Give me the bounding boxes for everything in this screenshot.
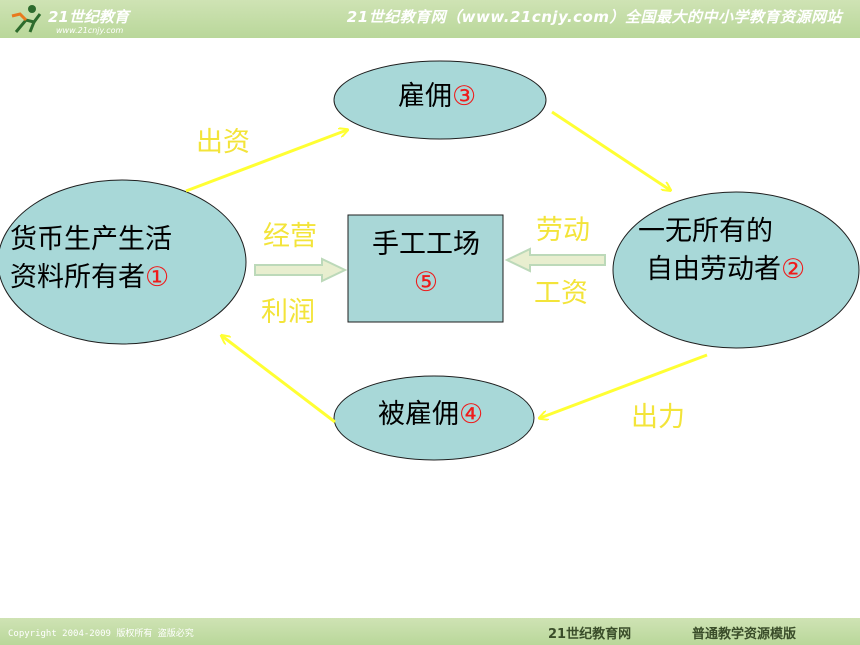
edge-label-invest: 出资: [196, 127, 250, 158]
arrow-labourer-to-hired: [540, 353, 708, 418]
labourer-ellipse: [612, 191, 860, 349]
labourer-number: ②: [781, 254, 806, 285]
logo-brand: 21世纪教育: [48, 8, 129, 26]
labourer-label: 一无所有的 自由劳动者②: [638, 213, 805, 289]
edge-label-profit: 利润: [261, 297, 315, 328]
owner-line2-wrap: 资料所有者①: [10, 259, 172, 297]
workshop-label: 手工工场 ⑤: [364, 226, 488, 302]
labourer-line1: 一无所有的: [638, 216, 773, 247]
footer-band: Copyright 2004-2009 版权所有 盗版必究 21世纪教育网 普通…: [0, 618, 860, 645]
block-arrow-labourer-to-workshop: [504, 247, 606, 273]
owner-line2: 资料所有者: [10, 262, 145, 293]
edge-label-operate: 经营: [263, 221, 317, 252]
labourer-line2: 自由劳动者: [646, 254, 781, 285]
hire-ellipse: [333, 60, 547, 140]
hire-label: 雇佣③: [398, 78, 476, 116]
site-logo[interactable]: 21世纪教育 www.21cnjy.com: [6, 2, 186, 38]
workshop-box: [347, 214, 504, 323]
footer-template: 普通教学资源模版: [692, 627, 797, 642]
footer-copyright: Copyright 2004-2009 版权所有 盗版必究: [8, 629, 194, 639]
hire-text: 雇佣: [398, 81, 452, 112]
arrow-hired-to-owner: [222, 336, 336, 424]
runner-icon: [11, 5, 42, 33]
header-band: 21世纪教育 www.21cnjy.com 21世纪教育网（www.21cnjy…: [0, 0, 860, 38]
hired-number: ④: [459, 399, 484, 430]
edge-label-effort: 出力: [631, 402, 685, 433]
hired-label: 被雇佣④: [378, 396, 483, 434]
owner-number: ①: [145, 262, 170, 293]
arrow-hire-to-labourer: [551, 110, 670, 190]
hire-number: ③: [452, 81, 477, 112]
owner-ellipse: [0, 179, 247, 345]
hired-text: 被雇佣: [378, 399, 459, 430]
owner-line1: 货币生产生活: [10, 224, 172, 255]
arrow-owner-to-hire: [185, 130, 347, 193]
edge-label-wage: 工资: [534, 278, 588, 309]
block-arrow-owner-to-workshop: [254, 257, 348, 283]
labourer-line2-wrap: 自由劳动者②: [638, 251, 805, 289]
owner-label: 货币生产生活 资料所有者①: [10, 221, 172, 297]
logo-url: www.21cnjy.com: [56, 26, 124, 35]
workshop-number: ⑤: [413, 267, 439, 298]
footer-brand: 21世纪教育网: [548, 627, 632, 642]
hired-ellipse: [333, 375, 535, 461]
edge-label-labour: 劳动: [536, 215, 590, 246]
workshop-text: 手工工场: [372, 229, 480, 260]
header-slogan: 21世纪教育网（www.21cnjy.com）全国最大的中小学教育资源网站: [346, 8, 842, 26]
